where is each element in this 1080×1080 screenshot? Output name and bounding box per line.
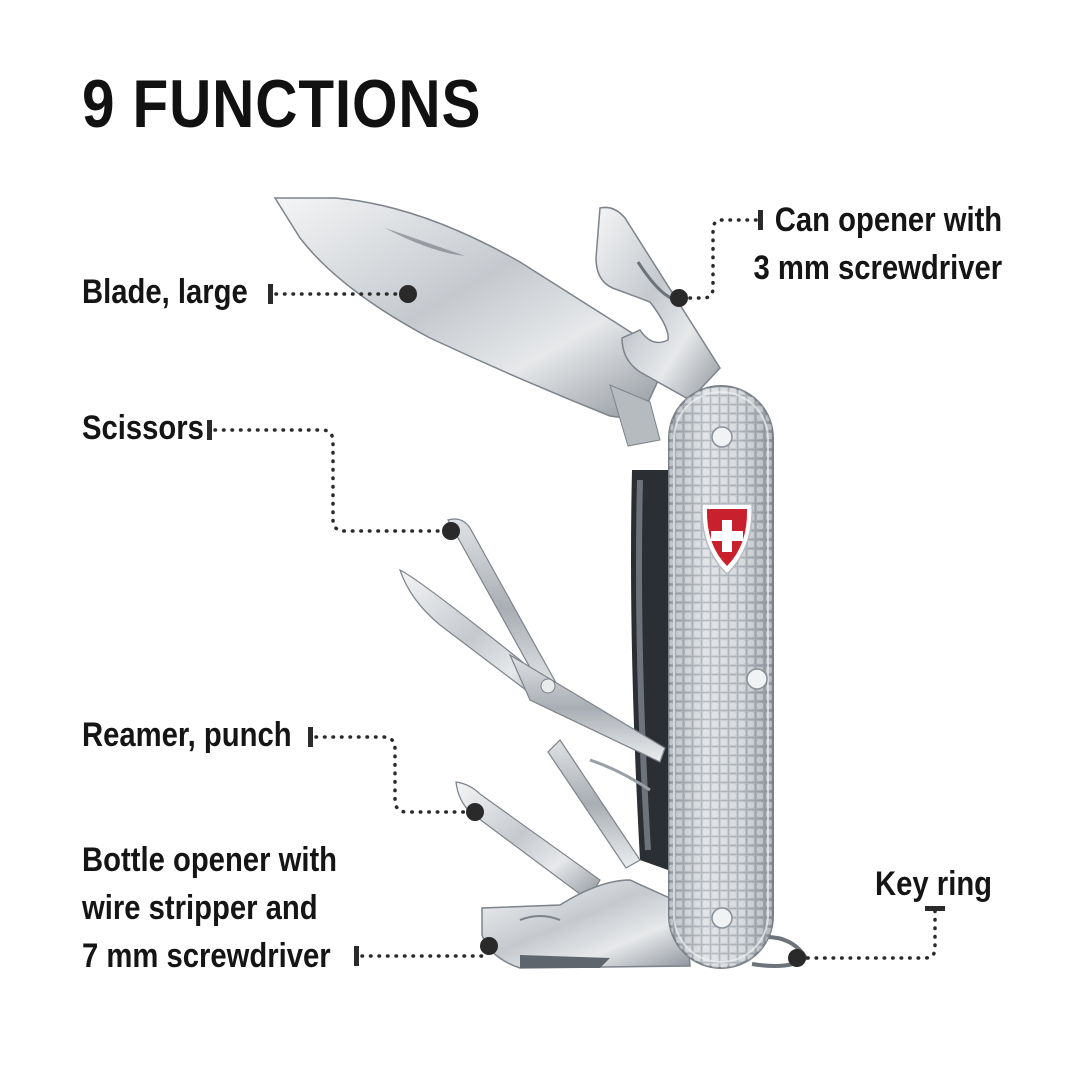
leader-can <box>678 218 758 300</box>
leader-scissors <box>213 428 452 533</box>
bottle-opener <box>481 879 691 969</box>
scissors-upper-blade <box>447 518 561 701</box>
headline: 9 FUNCTIONS <box>82 66 482 142</box>
leader-lines <box>213 218 937 960</box>
callout-scissors: Scissors <box>82 409 204 447</box>
callout-can-opener: Can opener with 3 mm screwdriver <box>753 201 1002 287</box>
callout-blade: Blade, large <box>82 273 248 311</box>
leader-reamer <box>314 735 476 814</box>
callout-key-ring: Key ring <box>874 865 992 903</box>
reamer <box>455 781 601 901</box>
callout-reamer: Reamer, punch <box>82 716 292 754</box>
callout-bottle-opener: Bottle opener with wire stripper and 7 m… <box>82 841 338 975</box>
leader-keyring <box>796 909 937 960</box>
can-opener <box>595 206 721 401</box>
swiss-cross-emblem <box>701 503 753 576</box>
